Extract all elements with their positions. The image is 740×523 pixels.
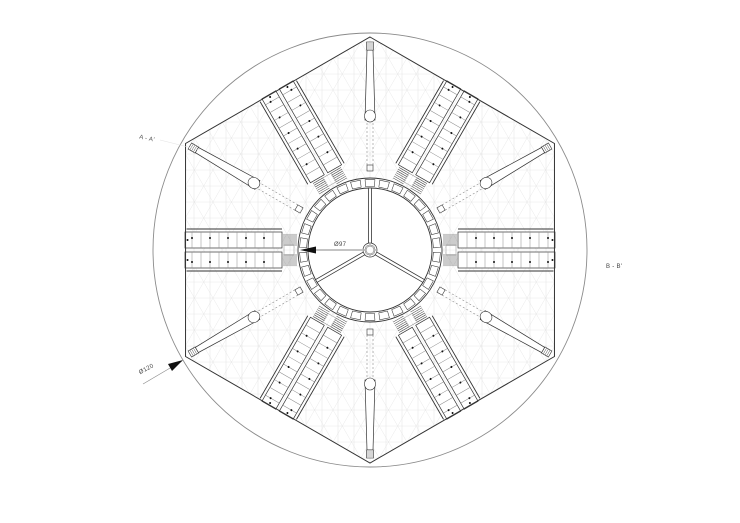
dimension-label-inner: Ø97 [334,242,347,248]
dimension-annotations [142,139,362,385]
stair-wings [184,80,556,420]
section-label-b: B - B' [606,264,623,270]
building-outline [152,32,588,468]
radial-walls [314,187,426,283]
radial-spokes [187,41,553,459]
